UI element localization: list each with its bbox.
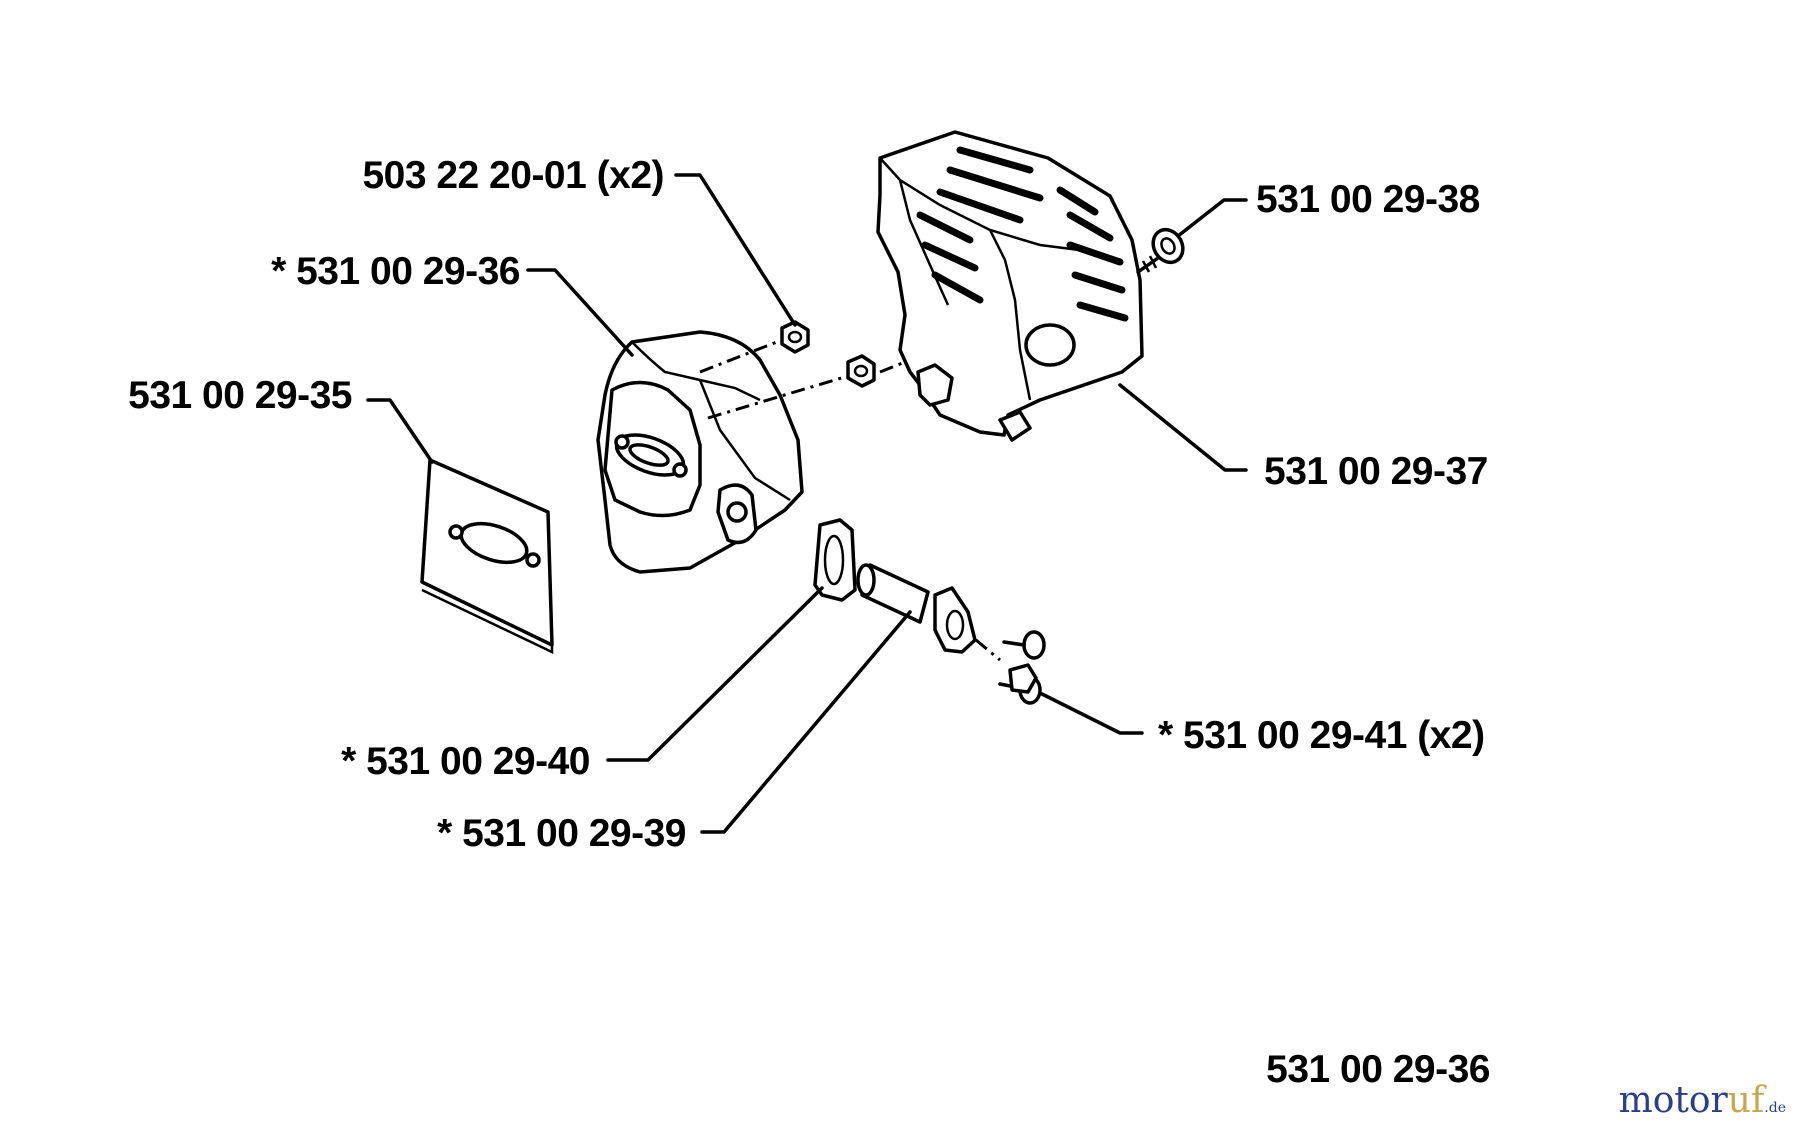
label-531-00-29-39: * 531 00 29-39 xyxy=(437,812,686,855)
nut-part xyxy=(780,320,876,388)
watermark-part2: uf xyxy=(1727,1080,1765,1121)
label-531-00-29-35: 531 00 29-35 xyxy=(128,374,352,417)
label-503-22-20-01: 503 22 20-01 (x2) xyxy=(362,154,664,197)
assembly-lines xyxy=(699,338,1001,662)
gasket-part xyxy=(420,458,554,654)
label-531-00-29-37: 531 00 29-37 xyxy=(1264,450,1488,493)
label-531-00-29-36: * 531 00 29-36 xyxy=(271,250,520,293)
spark-arrester-plate-part xyxy=(813,518,857,602)
cover-screw-part xyxy=(1136,227,1185,274)
watermark-logo: motoruf.de xyxy=(1619,1080,1786,1121)
deflector-tube-part xyxy=(856,563,930,624)
deflector-bracket-part xyxy=(933,586,977,654)
watermark-part1: motor xyxy=(1618,1080,1728,1121)
label-531-00-29-40: * 531 00 29-40 xyxy=(341,740,590,783)
bracket-screw-part xyxy=(998,630,1046,705)
part-labels: 503 22 20-01 (x2) * 531 00 29-36 531 00 … xyxy=(128,154,1490,1091)
watermark-suffix: .de xyxy=(1764,1100,1786,1116)
label-531-00-29-41: * 531 00 29-41 (x2) xyxy=(1158,714,1485,757)
muffler-body-part xyxy=(596,330,804,574)
leader-lines xyxy=(366,173,1248,834)
figure-number: 531 00 29-36 xyxy=(1266,1048,1490,1091)
muffler-cover-part xyxy=(876,130,1144,442)
label-531-00-29-38: 531 00 29-38 xyxy=(1256,178,1480,221)
